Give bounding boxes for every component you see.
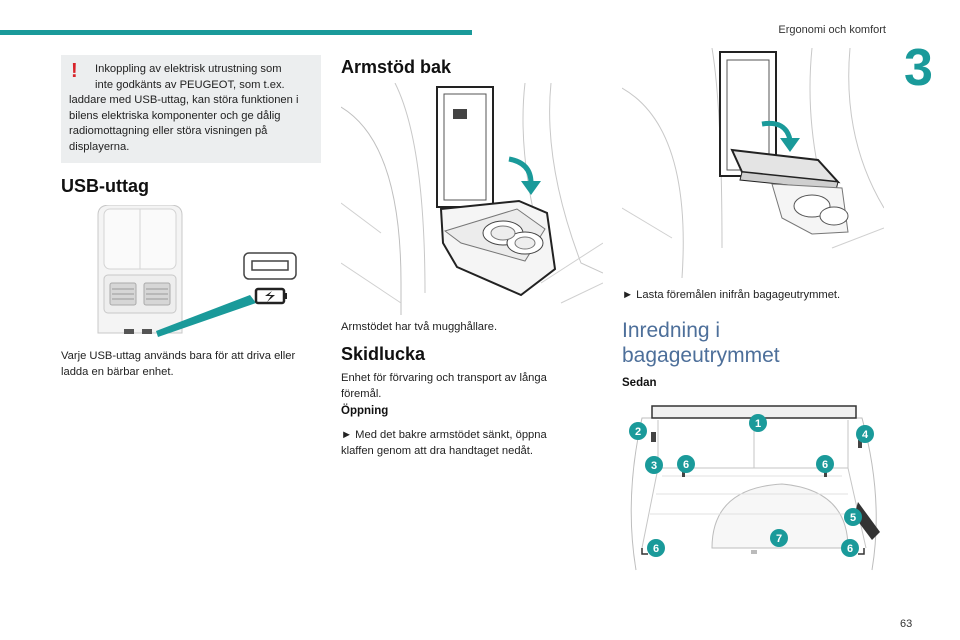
armrest-heading: Armstöd bak bbox=[341, 57, 452, 77]
usb-illustration bbox=[97, 205, 297, 337]
ski-hatch-heading: Skidlucka bbox=[341, 344, 426, 364]
boot-illustration: 1 2 3 4 5 6 6 6 6 7 bbox=[629, 405, 880, 571]
armrest-illustration bbox=[341, 83, 603, 315]
callout-5: 5 bbox=[844, 508, 862, 526]
armrest-text: Armstödet har två mugghållare. bbox=[341, 321, 498, 333]
load-step: ► Lasta föremålen inifrån bagageutrymmet… bbox=[622, 289, 841, 301]
svg-text:6: 6 bbox=[683, 459, 689, 471]
callout-6-c: 6 bbox=[647, 539, 665, 557]
callout-4: 4 bbox=[856, 425, 874, 443]
callout-3: 3 bbox=[645, 456, 663, 474]
warning-box: ! Inkoppling av elektrisk utrustning som… bbox=[61, 55, 321, 163]
callout-6-a: 6 bbox=[677, 455, 695, 473]
callout-2: 2 bbox=[629, 422, 647, 440]
section-title: Ergonomi och komfort bbox=[778, 24, 886, 36]
warning-line-1: Inkoppling av elektrisk utrustning som bbox=[95, 63, 282, 75]
chapter-number: 3 bbox=[904, 39, 933, 97]
callout-1: 1 bbox=[749, 414, 767, 432]
callout-6-b: 6 bbox=[816, 455, 834, 473]
opening-subheading: Öppning bbox=[341, 405, 389, 417]
svg-text:7: 7 bbox=[776, 533, 782, 545]
svg-text:2: 2 bbox=[635, 426, 641, 438]
svg-text:1: 1 bbox=[755, 418, 761, 430]
callout-6-d: 6 bbox=[841, 539, 859, 557]
ski-hatch-illustration bbox=[622, 48, 884, 278]
ski-hatch-text: Enhet för förvaring och transport av lån… bbox=[341, 372, 547, 400]
sedan-subheading: Sedan bbox=[622, 377, 657, 389]
usb-heading: USB-uttag bbox=[61, 176, 149, 196]
warning-line-2: inte godkänts av PEUGEOT, som t.ex. bbox=[95, 78, 285, 91]
opening-step: ► Med det bakre armstödet sänkt, öppna k… bbox=[341, 429, 547, 457]
page-number: 63 bbox=[900, 618, 913, 630]
svg-text:6: 6 bbox=[822, 459, 828, 471]
svg-text:5: 5 bbox=[850, 512, 856, 524]
svg-text:3: 3 bbox=[651, 460, 657, 472]
svg-text:6: 6 bbox=[653, 543, 659, 555]
warning-icon: ! bbox=[71, 60, 78, 82]
warning-text: laddare med USB-uttag, kan störa funktio… bbox=[69, 94, 299, 153]
svg-text:4: 4 bbox=[862, 429, 869, 441]
boot-heading: Inredning i bagageutrymmet bbox=[622, 319, 780, 367]
usb-text: Varje USB-uttag används bara för att dri… bbox=[61, 350, 296, 378]
header-accent-bar bbox=[0, 30, 472, 35]
callout-7: 7 bbox=[770, 529, 788, 547]
svg-text:6: 6 bbox=[847, 543, 853, 555]
